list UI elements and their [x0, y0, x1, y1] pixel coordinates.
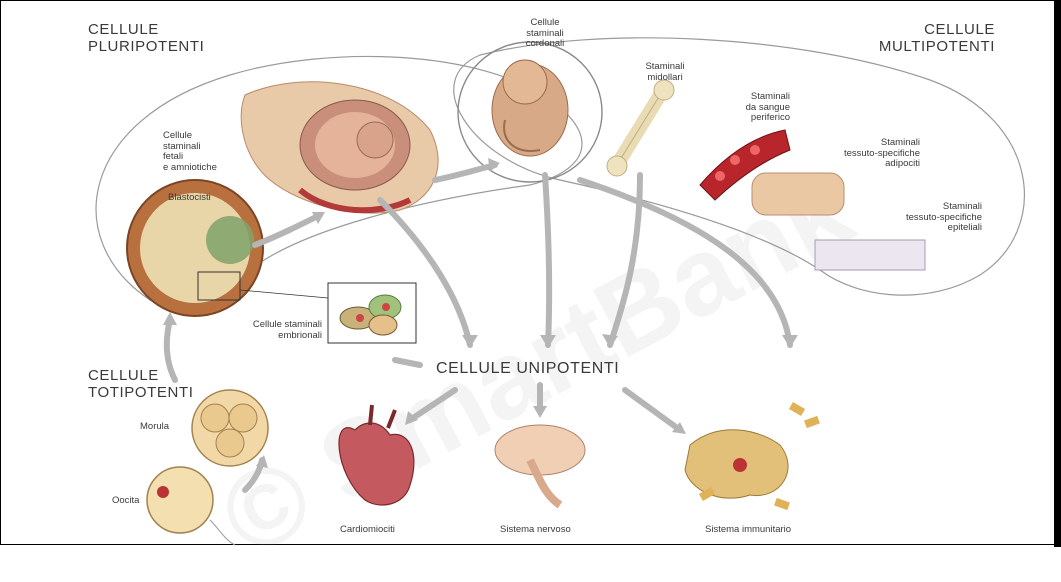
bone-illustration [607, 80, 674, 176]
pregnancy-illustration [241, 82, 438, 213]
adipose-tissue-illustration [752, 173, 844, 215]
unipotent-heading: CELLULE UNIPOTENTI [436, 360, 619, 378]
oocyte-illustration [147, 467, 235, 545]
immune-cell-illustration [685, 402, 820, 510]
morula-illustration [192, 390, 268, 466]
brain-illustration [495, 425, 585, 505]
blastocyst-label: Blastocisti [168, 193, 211, 204]
epithelial-tissue-illustration [815, 240, 925, 270]
heart-illustration [339, 405, 414, 505]
cardiomyocyte-label: Cardiomiociti [340, 525, 395, 536]
diagram-illustration [0, 0, 1061, 547]
nervous-system-label: Sistema nervoso [500, 525, 571, 536]
fetus-illustration [492, 60, 568, 156]
oocyte-label: Oocita [112, 496, 139, 507]
morula-label: Morula [140, 422, 169, 433]
immune-system-label: Sistema immunitario [705, 525, 791, 536]
